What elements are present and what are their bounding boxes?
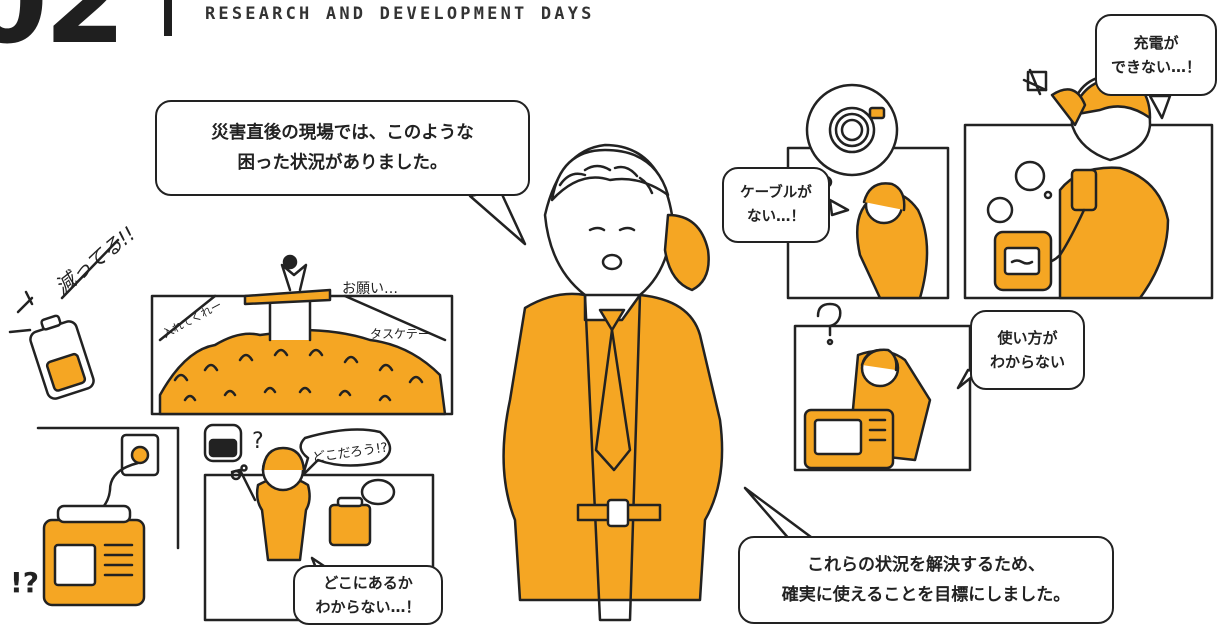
cable-line-1: ケーブルが xyxy=(740,185,812,201)
cable-bubble: ケーブルが ない…！ xyxy=(722,167,830,243)
intro-line-1: 災害直後の現場では、このような xyxy=(211,123,474,143)
charge-line-1: 充電が xyxy=(1133,34,1179,52)
header-divider xyxy=(164,0,172,36)
usage-bubble: 使い方が わからない xyxy=(970,310,1085,390)
where-bubble: どこにあるか わからない…！ xyxy=(293,565,443,625)
intro-bubble-tail xyxy=(468,188,527,246)
usage-line-1: 使い方が xyxy=(997,329,1058,347)
cable-line-2: ない…！ xyxy=(747,209,805,225)
charge-line-2: できない…！ xyxy=(1110,58,1201,76)
charge-bubble-tail xyxy=(1148,94,1172,120)
intro-line-2: 困った状況がありました。 xyxy=(237,153,448,173)
tasukete-text: タスケテー xyxy=(370,327,430,341)
battery-low-text: 減ってる!! xyxy=(50,222,140,299)
goal-line-1: これらの状況を解決するため、 xyxy=(807,555,1045,575)
usage-line-2: わからない xyxy=(989,353,1065,371)
power-station-panel xyxy=(36,426,180,607)
section-number: 02 xyxy=(0,0,126,70)
where-line-1: どこにあるか xyxy=(323,574,413,592)
section-subtitle: RESEARCH AND DEVELOPMENT DAYS xyxy=(205,4,595,24)
goal-bubble: これらの状況を解決するため、 確実に使えることを目標にしました。 xyxy=(738,536,1114,624)
usage-panel xyxy=(793,302,972,472)
onegai-text: お願い… xyxy=(342,281,398,297)
goal-line-2: 確実に使えることを目標にしました。 xyxy=(781,585,1071,605)
cable-bubble-tail xyxy=(828,198,850,217)
goal-bubble-tail xyxy=(743,486,817,542)
crowd-panel xyxy=(150,254,454,416)
where-line-2: わからない…！ xyxy=(315,598,421,616)
battery-drawing xyxy=(8,238,120,400)
intro-bubble: 災害直後の現場では、このような 困った状況がありました。 xyxy=(155,100,530,196)
charging-panel xyxy=(963,68,1214,300)
question-mark: ? xyxy=(252,429,264,454)
charge-bubble: 充電が できない…！ xyxy=(1095,14,1217,96)
main-character xyxy=(502,143,724,622)
exclaim-text: !? xyxy=(10,566,39,599)
